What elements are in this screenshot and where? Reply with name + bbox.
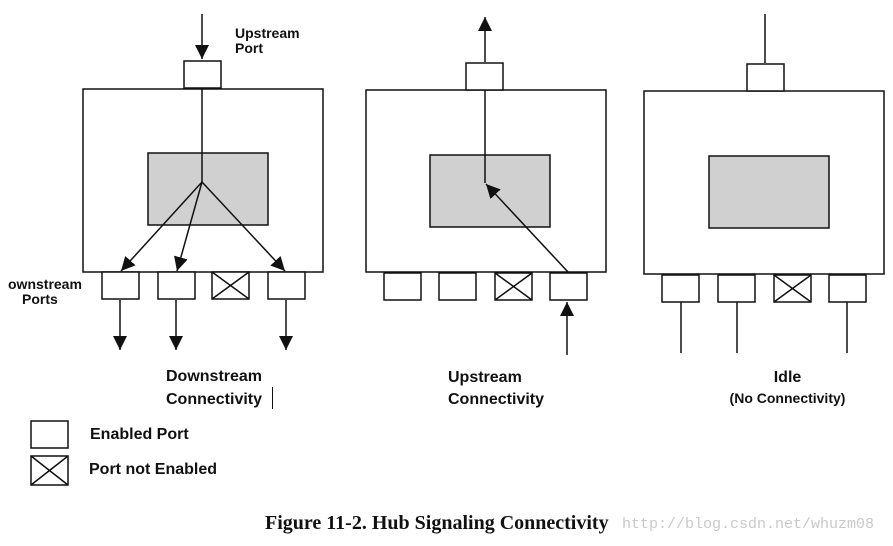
title-line: Downstream <box>166 368 263 385</box>
fanout-arrow-2 <box>174 181 203 272</box>
hub-core <box>708 155 830 229</box>
label-line: Port <box>235 40 263 56</box>
title-line: Connectivity <box>448 391 545 408</box>
downstream-port-4 <box>267 271 306 300</box>
downstream-port-2 <box>157 271 196 300</box>
internal-arrow <box>485 183 569 273</box>
downstream-port-1 <box>383 272 422 301</box>
upstream-port <box>183 60 222 89</box>
panel-downstream <box>82 14 324 350</box>
upstream-port <box>746 63 785 92</box>
label-line: Upstream <box>235 25 300 41</box>
title-line: Idle <box>773 369 802 386</box>
legend-enabled-swatch <box>30 420 69 449</box>
text-cursor <box>272 387 273 409</box>
hub-core <box>429 154 551 228</box>
downstream-connectivity-title: Downstream Connectivity <box>166 365 262 411</box>
upstream-connectivity-title: Upstream Connectivity <box>448 367 544 411</box>
downstream-ports-label: ownstream Ports <box>8 277 82 307</box>
legend <box>30 420 69 486</box>
panel-upstream <box>365 17 607 355</box>
title-line: Upstream <box>448 369 522 386</box>
downstream-port-2 <box>717 274 756 303</box>
upstream-port-label: Upstream Port <box>235 26 300 56</box>
fanout-arrow-1 <box>120 181 203 272</box>
disabled-cross <box>773 274 812 303</box>
subtitle-line: (No Connectivity) <box>729 390 846 406</box>
figure-caption: Figure 11-2. Hub Signaling Connectivity <box>265 512 609 534</box>
fanout-arrow-4 <box>201 181 286 272</box>
idle-title: Idle (No Connectivity) <box>720 368 855 408</box>
disabled-cross <box>211 271 250 300</box>
downstream-port-2 <box>438 272 477 301</box>
title-line: Connectivity <box>166 391 263 408</box>
downstream-port-4 <box>828 274 867 303</box>
label-line: Ports <box>22 291 58 307</box>
downstream-port-1 <box>661 274 700 303</box>
downstream-port-1 <box>101 271 140 300</box>
disabled-cross <box>30 455 69 486</box>
panel-idle <box>643 14 885 353</box>
legend-enabled-label: Enabled Port <box>90 426 189 443</box>
watermark: http://blog.csdn.net/whuzm08 <box>622 516 875 533</box>
downstream-port-4 <box>549 272 588 301</box>
disabled-cross <box>494 272 533 301</box>
label-line: ownstream <box>8 276 82 292</box>
legend-disabled-label: Port not Enabled <box>89 461 217 478</box>
upstream-port <box>465 62 504 91</box>
